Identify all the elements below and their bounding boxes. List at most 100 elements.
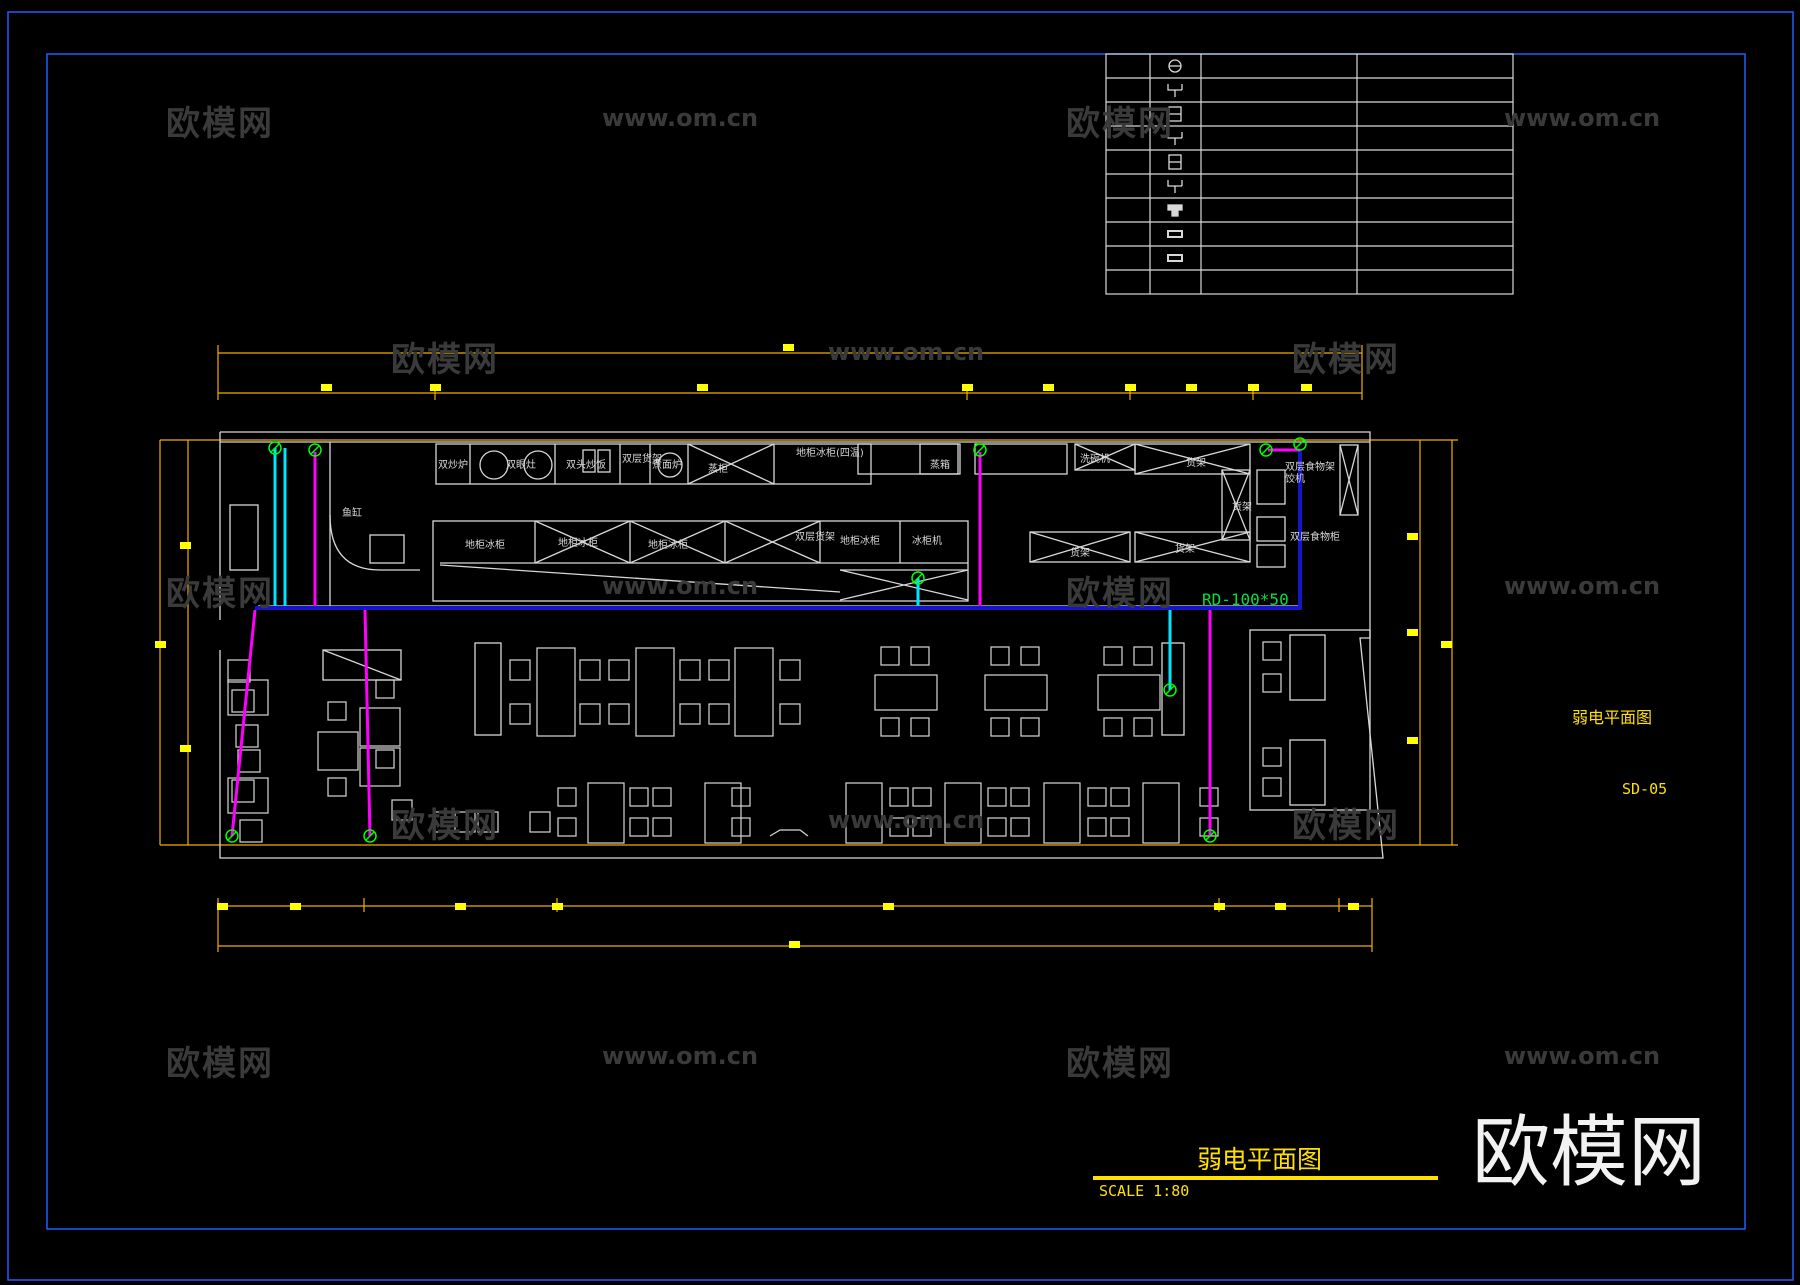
magenta-cable-lines xyxy=(230,448,1300,837)
furniture-piece xyxy=(1133,717,1153,737)
furniture-piece xyxy=(734,647,774,737)
dining-furniture xyxy=(227,641,1282,844)
phone-outlet-icon xyxy=(1168,59,1182,73)
furniture-piece xyxy=(1133,646,1153,666)
furniture-piece xyxy=(845,782,883,844)
furniture-piece xyxy=(679,659,701,681)
drawing-title: 弱电平面图 xyxy=(1197,1145,1323,1174)
dimension-marker xyxy=(180,745,191,752)
kitchen-label: 双层食物架 xyxy=(1285,460,1335,473)
panel-icon xyxy=(1167,254,1183,262)
outlet-icon xyxy=(363,829,377,843)
furniture-piece xyxy=(375,679,395,699)
dimension-marker xyxy=(1248,384,1259,391)
furniture-piece xyxy=(679,703,701,725)
kitchen-label: 蒸箱 xyxy=(930,458,950,471)
watermark-brand-3: 欧模网 xyxy=(391,340,499,380)
furniture-piece xyxy=(987,817,1007,837)
panel-icon xyxy=(1167,230,1183,238)
outlet-icon xyxy=(973,443,987,457)
furniture-piece xyxy=(944,782,982,844)
furniture-piece xyxy=(317,731,359,771)
furniture-piece xyxy=(731,787,751,807)
watermark-url-6: www.om.cn xyxy=(1504,572,1661,600)
kitchen-label: 货架 xyxy=(1070,546,1090,559)
furniture-piece xyxy=(1110,787,1130,807)
furniture-piece xyxy=(990,646,1010,666)
furniture-piece xyxy=(608,659,630,681)
legend-rows xyxy=(1106,59,1513,271)
furniture-piece xyxy=(587,782,625,844)
furniture-piece xyxy=(557,787,577,807)
watermark-brand-1: 欧模网 xyxy=(166,104,274,144)
watermark-brand-4: 欧模网 xyxy=(1292,340,1400,380)
furniture-piece xyxy=(327,777,347,797)
drawing-scale: SCALE 1:80 xyxy=(1099,1182,1190,1200)
dimension-marker xyxy=(455,903,466,910)
dimension-marker xyxy=(1407,737,1418,744)
dimension-marker xyxy=(430,384,441,391)
outlet-markers xyxy=(225,437,1307,843)
watermark-brand-6: 欧模网 xyxy=(1066,574,1174,614)
kitchen-label: 双层货架 xyxy=(622,452,662,465)
furniture-piece xyxy=(231,689,255,713)
watermark-brand-9: 欧模网 xyxy=(166,1044,274,1084)
furniture-piece xyxy=(1262,673,1282,693)
watermark-url-5: www.om.cn xyxy=(602,572,759,600)
furniture-piece xyxy=(454,811,476,833)
watermark-brand-2: 欧模网 xyxy=(1066,104,1174,144)
watermark-url-9: www.om.cn xyxy=(602,1042,759,1070)
kitchen-label: 鱼缸 xyxy=(342,506,362,519)
counter-curve xyxy=(769,829,809,837)
kitchen-label: 双眼灶 xyxy=(506,458,536,471)
dimension-marker xyxy=(552,903,563,910)
furniture-piece xyxy=(874,674,938,711)
dimension-marker xyxy=(1441,641,1452,648)
furniture-piece xyxy=(708,659,730,681)
watermark-url-1: www.om.cn xyxy=(602,104,759,132)
furniture-piece xyxy=(359,707,401,747)
dimension-marker xyxy=(1125,384,1136,391)
title-underline xyxy=(1093,1176,1438,1180)
dimension-markers xyxy=(155,344,1452,948)
kitchen-label: 地柜冰柜 xyxy=(648,538,688,551)
kitchen-label: 双层货架 xyxy=(795,530,835,543)
dimension-marker xyxy=(697,384,708,391)
data-outlet-icon xyxy=(1167,132,1183,145)
tv-outlet-icon xyxy=(1168,154,1182,170)
cyan-cable-lines xyxy=(273,448,1172,690)
dimension-marker xyxy=(155,641,166,648)
kitchen-equipment-labels: 双炒炉双眼灶双头炒饭双层货架煮面炉蒸柜地柜冰柜(四温)蒸箱洗碗机货架货架货架货架… xyxy=(342,446,1340,559)
outer-frame xyxy=(7,11,1794,1281)
watermark-url-10: www.om.cn xyxy=(1504,1042,1661,1070)
outlet-icon xyxy=(1259,443,1273,457)
furniture-piece xyxy=(880,717,900,737)
furniture-piece xyxy=(1103,646,1123,666)
kitchen-label: 双头炒饭 xyxy=(566,459,606,471)
furniture-piece xyxy=(1097,674,1161,711)
furniture-piece xyxy=(1142,782,1180,844)
furniture-piece xyxy=(889,817,909,837)
kitchen-label: 冰柜机 xyxy=(912,534,942,547)
furniture-piece xyxy=(579,659,601,681)
furniture-piece xyxy=(1020,717,1040,737)
furniture-piece xyxy=(910,646,930,666)
furniture-piece xyxy=(375,749,395,769)
furniture-piece xyxy=(910,717,930,737)
furniture-piece xyxy=(557,817,577,837)
furniture-piece xyxy=(1087,787,1107,807)
kitchen-label: 货架 xyxy=(1175,542,1195,555)
furniture-piece xyxy=(477,811,499,833)
kitchen-label: 地柜冰柜 xyxy=(558,536,598,549)
furniture-piece xyxy=(779,659,801,681)
dimension-marker xyxy=(217,903,228,910)
furniture-piece xyxy=(359,747,401,787)
outlet-icon xyxy=(1163,683,1177,697)
speaker-icon xyxy=(1167,204,1183,217)
furniture-piece xyxy=(629,817,649,837)
furniture-piece xyxy=(231,779,255,803)
dimension-marker xyxy=(1186,384,1197,391)
furniture-piece xyxy=(327,701,347,721)
dimension-marker xyxy=(783,344,794,351)
watermark-brand-8: 欧模网 xyxy=(1292,806,1400,846)
